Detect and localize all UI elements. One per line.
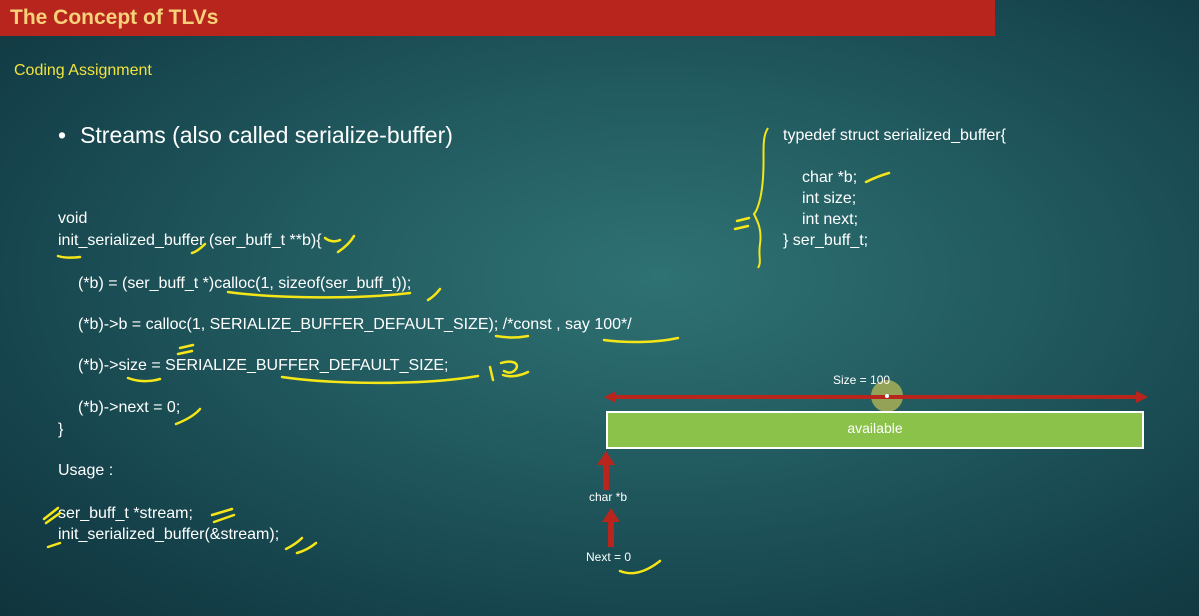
struct-field-size: int size; [802, 190, 857, 207]
code-line-calloc-buffer: (*b)->b = calloc(1, SERIALIZE_BUFFER_DEF… [78, 316, 632, 333]
code-line-size: (*b)->size = SERIALIZE_BUFFER_DEFAULT_SI… [78, 357, 449, 374]
code-line-next: (*b)->next = 0; [78, 399, 181, 416]
usage-declaration: ser_buff_t *stream; [58, 505, 193, 522]
size-label: Size = 100 [833, 373, 891, 387]
char-b-arrow-icon [597, 451, 615, 490]
struct-field-b: char *b; [802, 169, 858, 186]
available-label: available [847, 420, 903, 436]
usage-label: Usage : [58, 462, 114, 479]
code-signature: init_serialized_buffer (ser_buff_t **b){ [58, 232, 322, 249]
char-b-label: char *b [589, 490, 628, 504]
bullet-text: Streams (also called serialize-buffer) [80, 122, 453, 148]
title-bar: The Concept of TLVs [0, 0, 995, 36]
next-arrow-icon [602, 508, 620, 547]
buffer-available-bar: available [606, 411, 1144, 449]
code-close-brace: } [58, 421, 64, 438]
code-line-calloc-struct: (*b) = (ser_buff_t *)calloc(1, sizeof(se… [78, 275, 412, 292]
code-void: void [58, 210, 88, 227]
bullet-point: • Streams (also called serialize-buffer) [58, 122, 453, 149]
struct-brace-icon [752, 127, 769, 269]
struct-typedef: typedef struct serialized_buffer{ [783, 127, 1006, 144]
struct-close: } ser_buff_t; [783, 232, 869, 249]
bullet-dot-icon: • [58, 122, 67, 148]
next-label: Next = 0 [586, 550, 632, 564]
usage-call: init_serialized_buffer(&stream); [58, 526, 280, 543]
struct-field-next: int next; [802, 211, 859, 228]
slide-title: The Concept of TLVs [10, 6, 219, 29]
slide-subtitle: Coding Assignment [14, 62, 152, 79]
